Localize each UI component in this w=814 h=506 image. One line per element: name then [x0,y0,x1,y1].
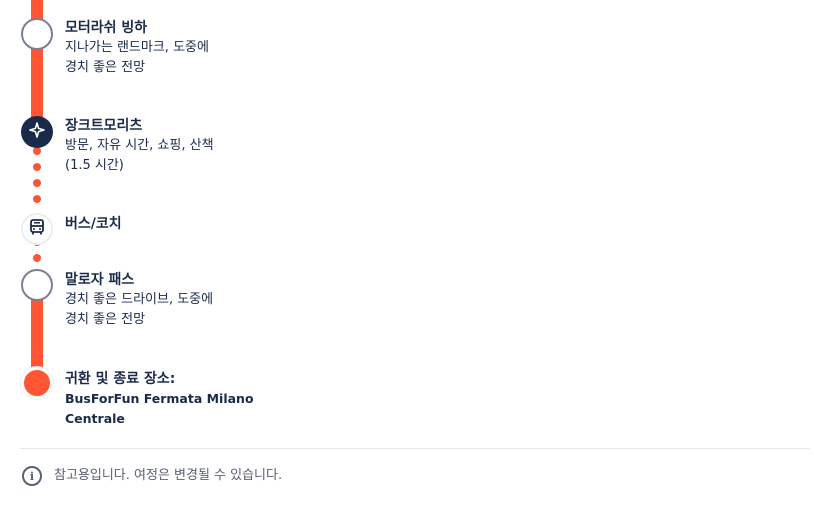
route-dot [33,254,41,262]
stop-description: 지나가는 랜드마크, 도중에 [65,40,209,55]
stop-st-moritz: 장크트모리츠 방문, 자유 시간, 쇼핑, 산책 (1.5 시간) [65,116,395,176]
stop-duration: (1.5 시간) [65,158,124,173]
sparkle-icon [29,122,45,142]
end-location-name: BusForFun Fermata Milano [65,391,254,406]
disclaimer-text: 참고용입니다. 여정은 변경될 수 있습니다. [54,468,283,483]
stop-motterascio-glacier: 모터라쉬 빙하 지나가는 랜드마크, 도중에 경치 좋은 전망 [65,18,395,78]
stop-marker-end [21,367,53,399]
stop-marker-hollow [21,18,53,50]
info-icon: i [22,466,42,486]
stop-title: 모터라쉬 빙하 [65,20,148,36]
stop-maloja-pass: 말로자 패스 경치 좋은 드라이브, 도중에 경치 좋은 전망 [65,270,395,330]
itinerary-timeline: 모터라쉬 빙하 지나가는 랜드마크, 도중에 경치 좋은 전망 장크트모리츠 방… [21,0,395,429]
stop-marker-hollow [21,269,53,301]
stop-title: 장크트모리츠 [65,118,143,134]
bus-icon [28,218,46,240]
stop-description: 경치 좋은 드라이브, 도중에 [65,292,214,307]
stop-transport-bus: 버스/코치 [65,214,395,234]
stop-marker-transport [21,213,53,245]
stop-marker-attraction [21,116,53,148]
route-dot [33,147,41,155]
stop-return-end: 귀환 및 종료 장소: BusForFun Fermata Milano Cen… [65,369,395,429]
itinerary-disclaimer: i 참고용입니다. 여정은 변경될 수 있습니다. [22,466,282,486]
stop-title: 귀환 및 종료 장소: [65,371,176,387]
stop-description: 방문, 자유 시간, 쇼핑, 산책 [65,138,214,153]
end-location-name: Centrale [65,411,125,426]
divider [20,448,810,449]
stop-title: 말로자 패스 [65,272,135,288]
stop-description: 경치 좋은 전망 [65,60,146,75]
route-dot [33,195,41,203]
stop-title: 버스/코치 [65,216,122,232]
stop-description: 경치 좋은 전망 [65,312,146,327]
route-dot [33,179,41,187]
route-dot [33,163,41,171]
